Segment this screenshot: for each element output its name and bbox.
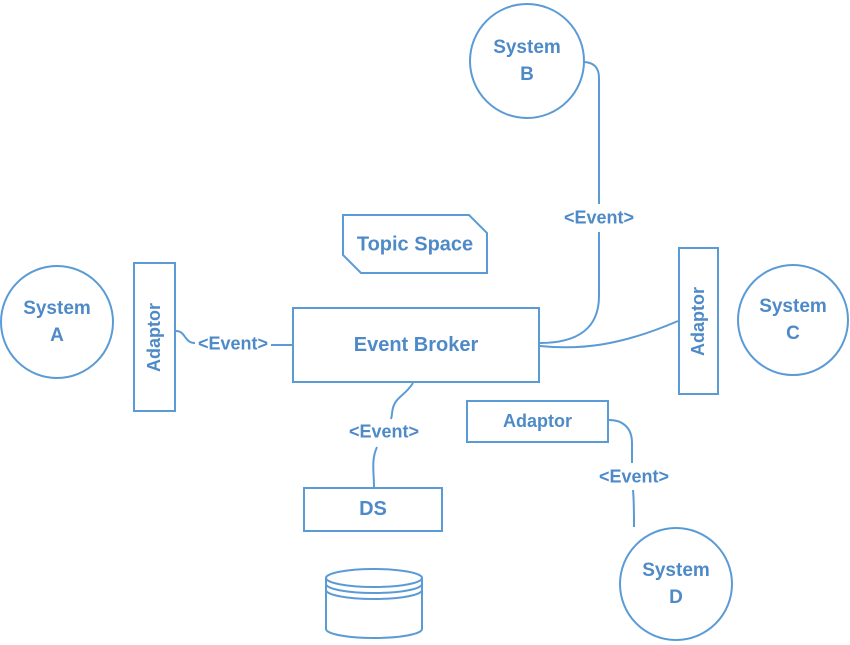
database-cylinder-icon (325, 568, 423, 639)
edge-broker-to-eventlabel-ds (390, 382, 414, 420)
edge-adaptorleft-to-eventlabel (175, 330, 196, 344)
node-adaptor-right: Adaptor (678, 247, 719, 395)
edge-adaptorbottom-to-eventlabel-d (608, 419, 633, 463)
adaptor-left-label: Adaptor (144, 302, 164, 372)
node-system-a: System A (0, 265, 114, 379)
event-label-a: <Event> (197, 333, 269, 354)
edge-broker-to-adaptorright (539, 320, 679, 349)
adaptor-right-label: Adaptor (688, 286, 708, 356)
node-system-b: System B (469, 3, 585, 119)
node-ds: DS (303, 487, 443, 532)
event-label-d: <Event> (598, 466, 670, 487)
node-event-broker: Event Broker (292, 307, 540, 383)
topic-space-label: Topic Space (356, 233, 474, 256)
topic-space-shape (342, 214, 488, 274)
node-system-d: System D (619, 527, 733, 641)
edge-broker-to-eventlabel-b (539, 232, 600, 344)
edge-eventlabel-d-to-systemd (632, 489, 635, 528)
event-label-b: <Event> (563, 207, 635, 228)
node-adaptor-bottom: Adaptor (466, 400, 609, 443)
edge-eventlabel-to-ds (372, 446, 378, 488)
node-adaptor-left: Adaptor (133, 262, 176, 412)
node-system-c: System C (737, 264, 849, 376)
edge-eventlabel-b-to-systemb (582, 61, 600, 204)
event-label-ds: <Event> (348, 421, 420, 442)
